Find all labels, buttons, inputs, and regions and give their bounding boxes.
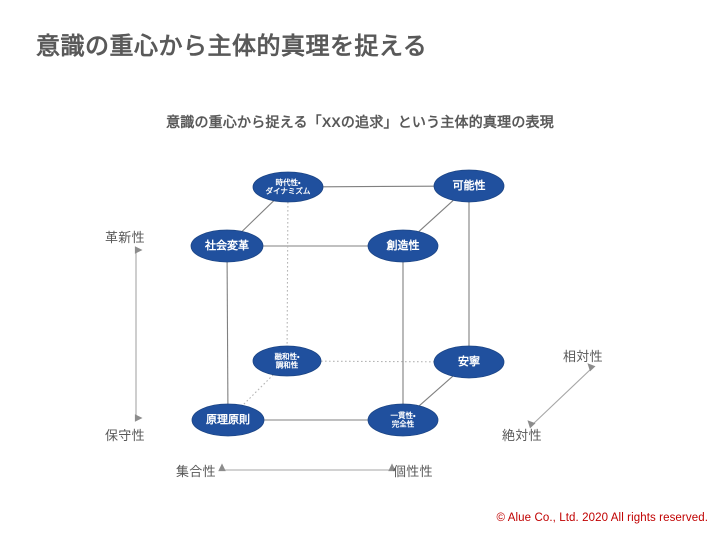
cube-edge-harmony-serenity — [320, 360, 435, 363]
cube-node-creativity[interactable]: 創造性 — [367, 229, 439, 263]
cube-node-shape — [367, 403, 439, 437]
chart-subtitle: 意識の重心から捉える「XXの追求」という主体的真理の表現 — [166, 114, 554, 130]
cube-node-serenity[interactable]: 安寧 — [433, 345, 505, 379]
cube-node-label: 時代性・ダイナミズム — [266, 177, 311, 196]
cube-node-harmony[interactable]: 融和性・調和性 — [252, 345, 322, 377]
cube-edge-harmony-principles — [242, 374, 274, 406]
cube-node-shape — [433, 169, 505, 203]
axis-label-individual: 個性性 — [393, 464, 433, 479]
cube-node-label: 融和性・調和性 — [274, 351, 299, 370]
cube-node-shape — [190, 229, 264, 263]
cube-node-consistency[interactable]: 一貫性・完全性 — [367, 403, 439, 437]
copyright-footer: © Alue Co., Ltd. 2020 All rights reserve… — [496, 512, 708, 524]
axis-label-collective: 集合性 — [176, 464, 216, 479]
cube-node-social-change[interactable]: 社会変革 — [190, 229, 264, 263]
cube-node-shape — [191, 403, 265, 437]
cube-node-potential[interactable]: 可能性 — [433, 169, 505, 203]
cube-node-principles[interactable]: 原理原則 — [191, 403, 265, 437]
cube-node-shape — [367, 229, 439, 263]
cube-node-label: 可能性 — [453, 178, 486, 192]
cube-node-dynamism[interactable]: 時代性・ダイナミズム — [252, 171, 324, 203]
cube-edge-layer — [226, 185, 470, 421]
cube-edge-serenity-consistency — [418, 375, 454, 407]
cube-node-shape — [433, 345, 505, 379]
cube-node-shape — [252, 345, 322, 377]
cube-node-shape — [252, 171, 324, 203]
cube-node-label: 原理原則 — [206, 412, 250, 426]
cube-edge-dynamism-social-change — [241, 200, 275, 232]
axis-label-conservative: 保守性 — [105, 428, 145, 443]
cube-edge-dynamism-potential — [322, 185, 435, 188]
cube-edge-social-change-principles — [226, 261, 229, 405]
axis-depth — [527, 363, 596, 429]
cube-edge-potential-creativity — [418, 199, 454, 233]
cube-node-label: 社会変革 — [204, 238, 249, 252]
cube-edge-dynamism-harmony — [286, 201, 289, 347]
cube-node-label: 一貫性・完全性 — [390, 410, 415, 429]
axis-depth-line — [527, 363, 596, 429]
axis-label-relative: 相対性 — [563, 349, 603, 364]
cube-node-label: 創造性 — [386, 238, 420, 252]
cube-node-label: 安寧 — [458, 354, 480, 368]
axis-label-innovation: 革新性 — [105, 230, 145, 245]
axis-label-absolute: 絶対性 — [502, 428, 542, 443]
page-title: 意識の重心から主体的真理を捉える — [36, 33, 428, 60]
